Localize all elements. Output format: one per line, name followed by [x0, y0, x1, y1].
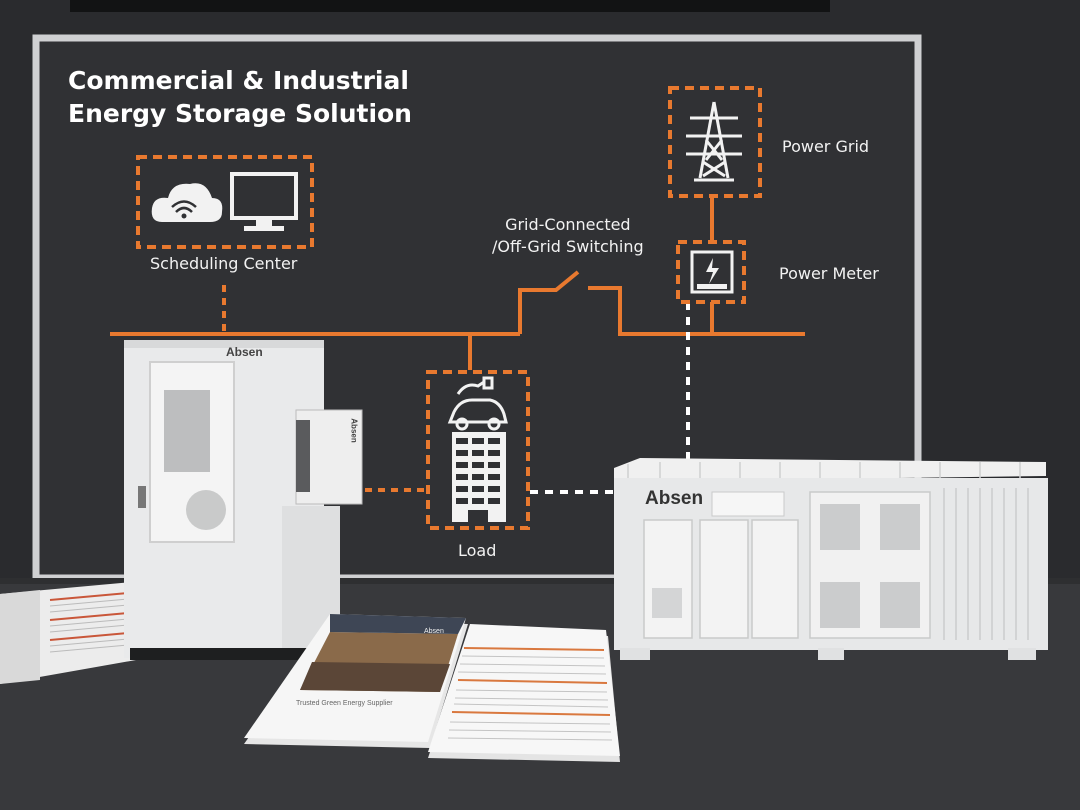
brochure-cover-tag: Absen [424, 628, 444, 635]
cloud-wifi-icon [151, 183, 223, 222]
monitor-icon [230, 172, 298, 231]
switching-line-2: /Off-Grid Switching [492, 237, 644, 256]
ev-charging-car-icon [447, 376, 508, 431]
spec-sheet-stack [428, 624, 620, 762]
brochure-stack [244, 614, 468, 748]
building-icon [452, 432, 506, 522]
container-storage-unit [614, 458, 1048, 660]
inverter-brand-logo: Absen [349, 418, 359, 443]
power-grid-label: Power Grid [782, 137, 870, 156]
switching-line-1: Grid-Connected [505, 215, 631, 234]
container-brand-logo: Absen [645, 488, 704, 509]
power-grid-box [668, 86, 762, 198]
load-box [426, 370, 530, 530]
brochure-cover-caption: Trusted Green Energy Supplier [296, 700, 393, 707]
switching-label: Grid-Connected /Off-Grid Switching [492, 214, 644, 258]
power-meter-icon [690, 250, 734, 294]
power-meter-label: Power Meter [779, 264, 879, 283]
power-meter-box [676, 240, 746, 304]
title-line-2: Energy Storage Solution [68, 99, 412, 128]
scheduling-center-label: Scheduling Center [150, 254, 298, 273]
cabinet-brand-logo: Absen [226, 345, 263, 359]
transmission-tower-icon [686, 101, 742, 182]
board-title: Commercial & Industrial Energy Storage S… [68, 64, 412, 130]
scheduling-center-box [136, 155, 314, 249]
title-line-1: Commercial & Industrial [68, 66, 409, 95]
open-brochure [0, 582, 136, 684]
load-label: Load [458, 541, 497, 560]
